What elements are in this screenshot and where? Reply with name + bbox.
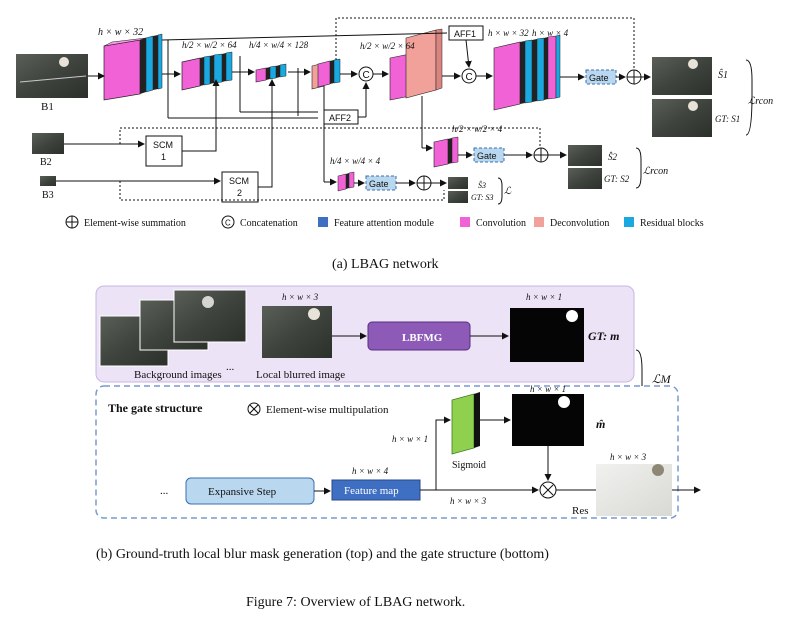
predicted-mask-dim: h × w × 1 [530, 384, 566, 394]
legend-conv-label: Convolution [476, 218, 526, 229]
pred-label-s1: Ŝ1 [718, 69, 728, 81]
legend-sum-label: Element-wise summation [84, 218, 186, 229]
loss-label-s3: ℒ [504, 186, 512, 197]
caption-b: (b) Ground-truth local blur mask generat… [96, 547, 549, 562]
gt-label-s1: GT: S1 [715, 114, 740, 124]
loss-label-s2: ℒrcon [643, 166, 668, 177]
output-s1-gt [652, 99, 712, 137]
expansive-step-label: Expansive Step [208, 486, 277, 498]
dim-label-6: h × w × 4 [532, 28, 569, 38]
input-label-b2: B2 [40, 157, 52, 168]
gate-label-2: Gate [477, 151, 497, 161]
output-s3-pred [448, 177, 468, 189]
conv-legend-swatch [460, 217, 470, 227]
sigmoid-dim-label: h × w × 1 [392, 434, 428, 444]
dim-label-4: h/2 × w/2 × 64 [360, 41, 415, 51]
scm1-box [145, 135, 183, 167]
part-b-gate: ... Background images h × w × 3 Local bl… [95, 285, 701, 562]
gt-label-s2: GT: S2 [604, 174, 630, 184]
s2-conv-block: h/2 × w/2 × 4 [433, 124, 503, 168]
input-dim-label: h × w × 3 [282, 292, 319, 302]
decoder-block-1 [311, 58, 341, 90]
dim-label-5: h × w × 32 [488, 28, 529, 38]
input-b3: B3 [40, 176, 56, 201]
part-a-network: B1 B2 B3 h × w × 32 [16, 17, 773, 272]
scm1-label-a: SCM [153, 140, 173, 150]
scm2-label-a: SCM [229, 176, 249, 186]
encoder-block-2: h/2 × w/2 × 64 [181, 40, 237, 91]
svg-text:C: C [225, 219, 231, 228]
skip-connection-1 [161, 32, 448, 41]
feature-map-dim: h × w × 4 [352, 466, 389, 476]
s3-conv-block: h/4 × w/4 × 4 [330, 156, 381, 192]
encoder-block-1: h × w × 32 [98, 27, 163, 101]
legend-resblock-label: Residual blocks [640, 218, 704, 229]
attention-legend-swatch [318, 217, 328, 227]
lbfmg-label: LBFMG [402, 332, 443, 344]
dim-label-1: h × w × 32 [98, 27, 143, 38]
gate-label-1: Gate [589, 73, 609, 83]
input-label-b3: B3 [42, 190, 54, 201]
scm2-label-b: 2 [237, 188, 242, 198]
feature-map-label: Feature map [344, 485, 399, 497]
concat-legend-icon [221, 215, 235, 229]
svg-text:C: C [363, 70, 370, 81]
pred-label-s2: Ŝ2 [608, 152, 618, 162]
aff1-label: AFF1 [454, 29, 476, 39]
loss-label-s1: ℒrcon [748, 96, 773, 107]
scm1-label-b: 1 [161, 152, 166, 162]
sigmoid-label: Sigmoid [452, 460, 486, 471]
input-label-b1: B1 [41, 101, 54, 113]
output-s1-pred [652, 57, 712, 95]
decoder-block-2: h/2 × w/2 × 64 [360, 28, 443, 101]
input-b2: B2 [32, 133, 64, 168]
resblock-legend-swatch [624, 217, 634, 227]
mask-loss-label: ℒM [652, 372, 672, 386]
multiply-legend-label: Element-wise multipulation [266, 404, 389, 416]
input-image-b1 [16, 54, 88, 98]
dim-label-2: h/2 × w/2 × 64 [182, 40, 237, 50]
mask-dim-label: h × w × 1 [526, 292, 562, 302]
background-images-label: Background images [134, 369, 222, 381]
predicted-mask-image [512, 394, 584, 446]
input-image-b3 [40, 176, 56, 186]
res-dim-label: h × w × 3 [610, 452, 647, 462]
local-blurred-image [262, 306, 332, 358]
local-blurred-label: Local blurred image [256, 369, 345, 381]
legend-attention-label: Feature attention module [334, 218, 435, 229]
legend-deconv-label: Deconvolution [550, 218, 609, 229]
sigmoid-block [451, 392, 480, 455]
dim-label-3: h/4 × w/4 × 128 [249, 40, 309, 50]
dim-label-7: h/2 × w/2 × 4 [452, 124, 503, 134]
dim-label-8: h/4 × w/4 × 4 [330, 156, 381, 166]
figure-caption: Figure 7: Overview of LBAG network. [246, 595, 465, 610]
legend-concat-label: Concatenation [240, 218, 298, 229]
gt-mask-label: GT: m [588, 329, 619, 343]
input-b1: B1 [16, 54, 88, 113]
output-s2-pred [568, 145, 602, 166]
caption-a: (a) LBAG network [332, 257, 439, 272]
aff2-label: AFF2 [329, 113, 351, 123]
background-ellipsis: ... [226, 361, 235, 373]
res-label: Res [572, 505, 589, 517]
encoder-block-3: h/4 × w/4 × 128 [249, 40, 309, 83]
gate-structure-title: The gate structure [108, 401, 203, 415]
svg-text:C: C [466, 72, 473, 83]
output-s2-gt [568, 168, 602, 189]
predicted-mask-label: m̂ [596, 417, 605, 431]
skip-connection-top [335, 17, 635, 68]
gate-label-3: Gate [369, 179, 389, 189]
branch-dim-label: h × w × 3 [450, 496, 487, 506]
pred-label-s3: Ŝ3 [478, 180, 486, 190]
gate-ellipsis: ... [160, 485, 169, 497]
deconv-legend-swatch [534, 217, 544, 227]
output-s3-gt [448, 191, 468, 203]
input-image-b2 [32, 133, 64, 154]
gt-label-s3: GT: S3 [471, 193, 493, 202]
decoder-block-3: h × w × 32 h × w × 4 [488, 28, 569, 111]
legend: Element-wise summation C Concatenation F… [65, 215, 704, 229]
